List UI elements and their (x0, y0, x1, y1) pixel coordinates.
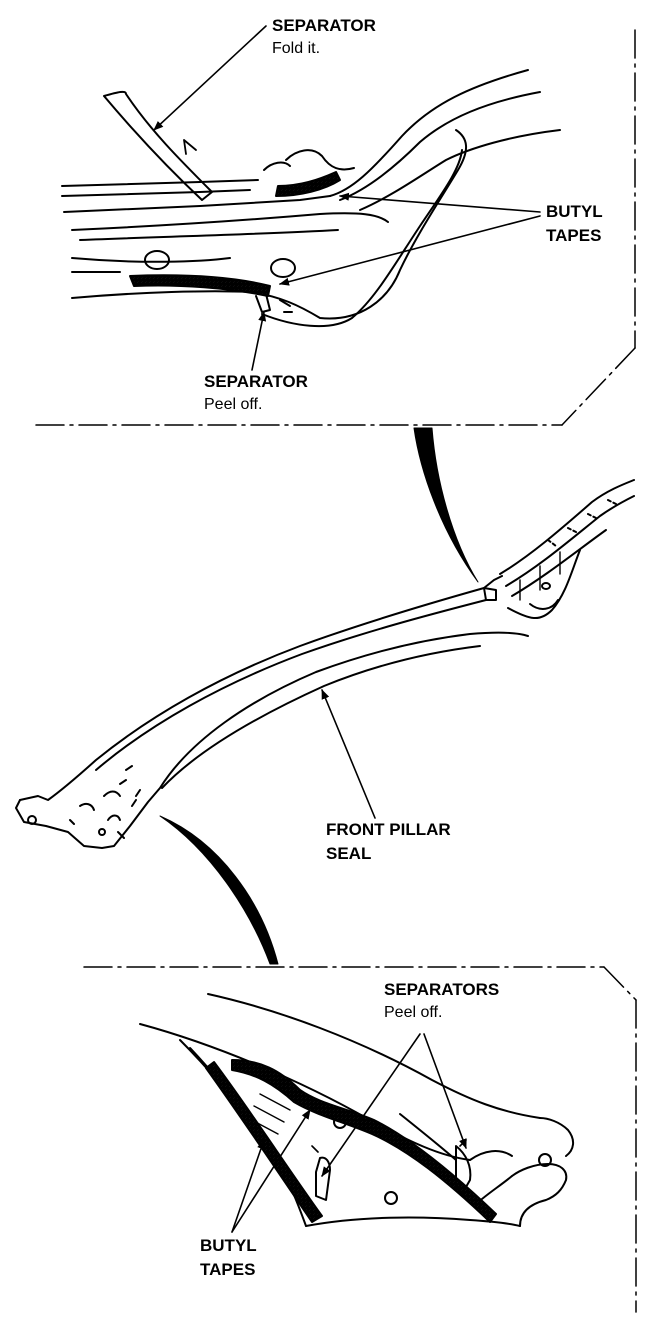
bottom-leaders (231, 1033, 467, 1233)
front-pillar-seal-drawing (15, 479, 635, 849)
front-pillar-seal-line1: FRONT PILLAR (326, 820, 451, 839)
top-leaders (153, 25, 541, 371)
upper-connector (413, 427, 479, 583)
lower-connector (159, 815, 279, 965)
separator-peel-note: Peel off. (204, 396, 263, 413)
front-pillar-seal-line2: SEAL (326, 844, 372, 863)
separators-title: SEPARATORS (384, 980, 500, 999)
top-butyl-tapes-line1: BUTYL (546, 202, 603, 221)
bottom-detail-frame (83, 966, 637, 1313)
separator-fold-note: Fold it. (272, 40, 321, 57)
bottom-butyl-tapes-line2: TAPES (200, 1260, 256, 1279)
bottom-detail-body (139, 993, 574, 1227)
top-detail-frame (35, 29, 636, 426)
separator-peel-title: SEPARATOR (204, 372, 308, 391)
separators-note: Peel off. (384, 1004, 443, 1021)
top-butyl-tapes-line2: TAPES (546, 226, 602, 245)
pillar-seal-leader (321, 689, 376, 819)
bottom-butyl-tapes-line1: BUTYL (200, 1236, 257, 1255)
top-detail-body (61, 69, 561, 328)
separator-fold-title: SEPARATOR (272, 16, 376, 35)
